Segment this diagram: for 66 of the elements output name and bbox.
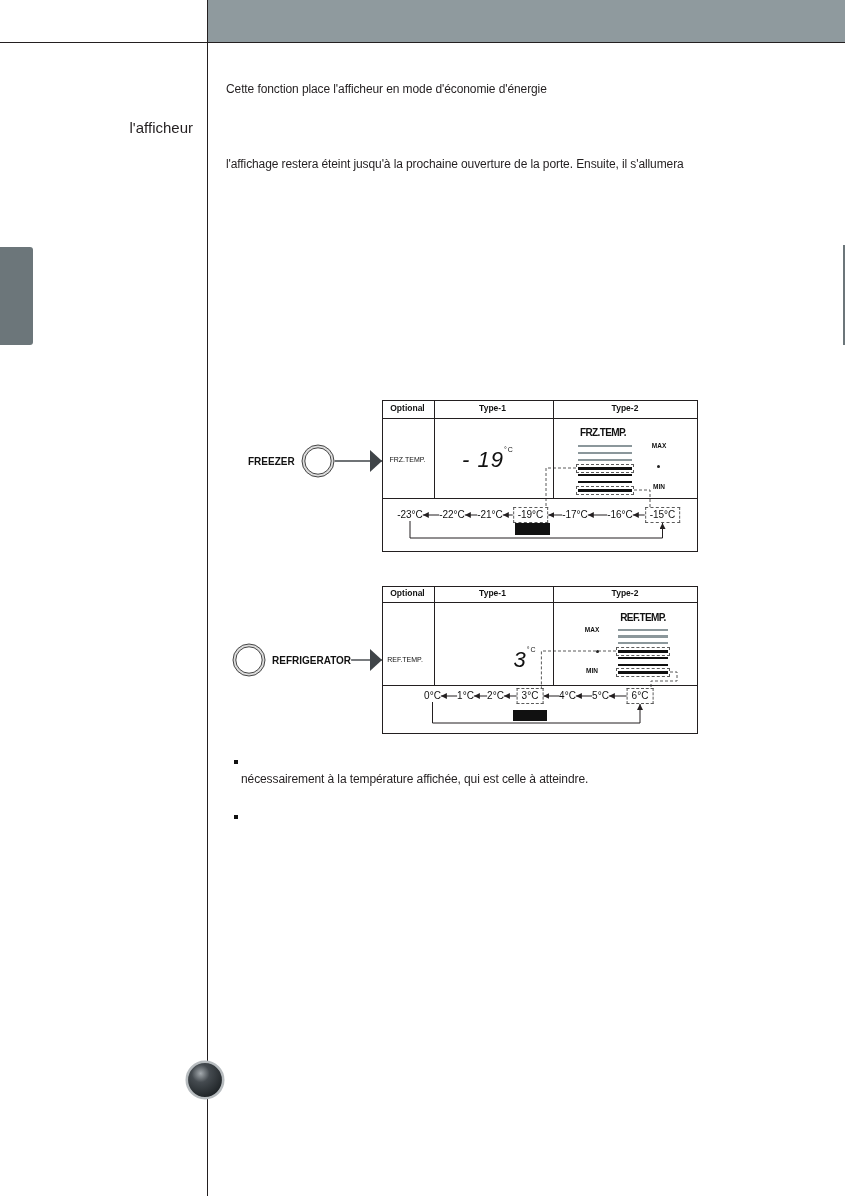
level-bar [618,641,668,645]
button-label: REFRIGERATOR [272,654,352,666]
temperature-value: 2°C [487,690,504,702]
arrow [502,512,514,518]
temperature-value: 4°C [559,690,576,702]
temperature-value: 6°C [626,688,654,704]
level-bar [578,480,632,484]
level-bar [618,656,668,660]
arrow [503,693,518,699]
level-bar [578,458,632,462]
column-header: Type-1 [479,588,506,599]
side-tab [0,247,33,345]
section-heading: l'afficheur [129,119,193,137]
level-bar [578,444,632,448]
display-table [382,400,698,552]
temperature-value: -16°C [607,509,633,521]
leader-line [633,489,651,508]
return-arrow [432,701,643,724]
level-bar [616,646,670,656]
digital-readout: - 19$^{°C}$ [462,447,514,473]
digital-readout: 3$^{°C}$ [513,647,537,673]
temperature-value: -21°C [477,509,503,521]
arrow [632,512,646,518]
leader-line [650,671,678,689]
display-heading: REF.TEMP. [620,612,666,624]
level-bar [618,635,668,638]
arrow [464,512,478,518]
button-label: FREEZER [248,455,295,467]
level-bar [618,628,668,632]
chevron-arrow [334,450,383,472]
temperature-value: 1°C [457,690,474,702]
temperature-value: -23°C [397,509,423,521]
level-bar [578,473,632,477]
column-header: Optional [390,588,425,599]
body-text: Cette fonction place l'afficheur en mode d'économie d'énergie [226,83,547,97]
temperature-value: -17°C [562,509,588,521]
arrow [440,693,458,699]
temperature-value: 3°C [516,688,544,704]
display-table [382,586,698,734]
leader-line [545,467,577,508]
level-bar [576,485,634,495]
temperature-value: 0°C [424,690,441,702]
temperature-value: 5°C [592,690,609,702]
arrow [587,512,608,518]
level-bar [576,463,634,473]
column-header: Type-2 [611,403,639,414]
arrow [473,693,488,699]
return-arrow [409,520,666,539]
level-bar [616,667,670,677]
chevron-arrow [350,649,383,671]
arrow [608,693,628,699]
leader-line [540,650,617,689]
arrow [547,512,563,518]
column-header: Type-2 [611,588,639,599]
column-header: Optional [390,403,425,414]
temperature-value: -22°C [439,509,465,521]
body-text: nécessairement à la température affichée, qui est celle à atteindre. [241,773,589,787]
arrow [575,693,593,699]
column-header: Type-1 [479,403,506,414]
body-text: l'affichage restera éteint jusqu'à la prochaine ouverture de la porte. Ensuite, il s'allumera [226,158,684,172]
arrow [422,512,440,518]
level-bar [618,663,668,667]
arrow [542,693,560,699]
temperature-value: -15°C [644,507,681,523]
display-heading: FRZ.TEMP. [579,427,627,439]
level-bar [578,451,632,455]
